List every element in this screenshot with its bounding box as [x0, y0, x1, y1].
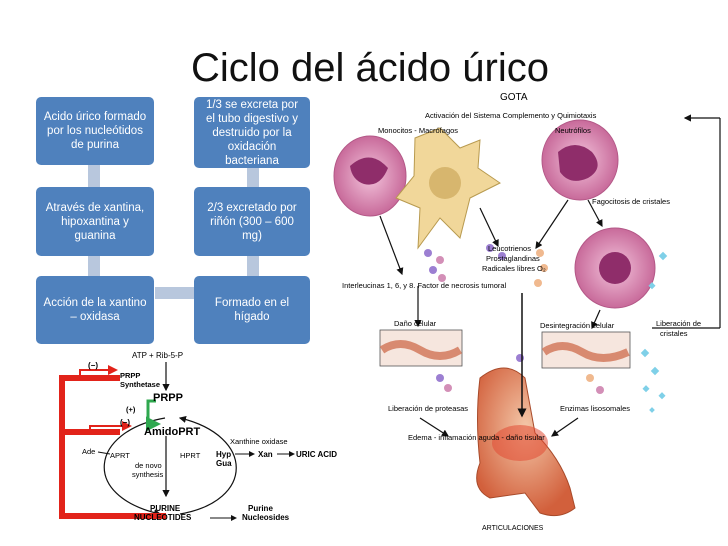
flow-box-label: Acción de la xantino – oxidasa — [43, 297, 147, 323]
label-purine-nucleosides: Purine — [248, 504, 273, 513]
label-uric-acid: URIC ACID — [296, 450, 337, 459]
feedback-red-line-4 — [89, 421, 132, 432]
flow-box-liver: Formado en el hígado — [194, 276, 310, 344]
flow-box-label: 2/3 excretado por riñón (300 – 600 mg) — [207, 201, 297, 242]
arrow-phago-disintegration — [591, 309, 601, 330]
label-nucleotides: NUCLEOTIDES — [134, 513, 192, 522]
label-leukotrienes: Leucotrienos — [488, 244, 531, 253]
connector-b3-b4 — [155, 287, 195, 299]
label-radicals: Radicales libres O₂ — [482, 264, 546, 273]
mediator-dots — [424, 244, 604, 394]
arrow-neutrophil-phago — [587, 199, 603, 228]
label-ade: Ade — [82, 447, 95, 456]
label-neutrophils: Neutrófilos — [555, 126, 591, 135]
flow-box-label: Acido úrico formado por los nucleótidos … — [43, 111, 147, 151]
label-prpp-synthetase: PRPP — [120, 371, 140, 380]
label-purine: PURINE — [150, 504, 181, 513]
label-proteases: Liberación de proteasas — [388, 404, 468, 413]
label-aprt: APRT — [110, 451, 130, 460]
label-inhib2: (−) — [120, 418, 130, 427]
gout-illustration: GOTA Activación del Sistema Complemento … — [333, 92, 721, 532]
arrow-macrophage-down — [479, 207, 499, 248]
connector-b1-b2 — [88, 165, 100, 187]
label-hprt: HPRT — [180, 451, 201, 460]
flow-box-uric-acid-formed: Acido úrico formado por los nucleótidos … — [36, 97, 154, 165]
arrow-proteases — [419, 417, 450, 437]
connector-b4-b5 — [247, 256, 259, 276]
monocyte-nucleus — [350, 157, 388, 185]
urate-crystals — [640, 251, 668, 413]
salvage-loop — [103, 417, 166, 517]
flow-box-label: Através de xantina, hipoxantina y guanin… — [45, 201, 145, 242]
label-disintegration: Desintegración celular — [540, 321, 615, 330]
gout-title: GOTA — [500, 92, 528, 103]
label-de-novo: de novo — [135, 461, 162, 470]
connector-b5-b6 — [247, 168, 259, 187]
label-cell-damage: Daño celular — [394, 319, 437, 328]
label-interleukins: Interleucinas 1, 6, y 8. Factor de necro… — [342, 281, 507, 290]
slide-title: Ciclo del ácido úrico — [191, 46, 549, 90]
phagocyte-nucleus — [599, 252, 631, 284]
flow-box-label: Formado en el hígado — [214, 297, 290, 323]
connector-b2-b3 — [88, 256, 100, 276]
label-inhib1: (−) — [88, 361, 98, 370]
macrophage-nucleus — [429, 167, 461, 199]
label-prpp-synthetase-2: Synthetase — [120, 380, 160, 389]
arrow-monocyte-down — [379, 215, 404, 276]
label-hyp: Hyp — [216, 450, 231, 459]
label-edema: Edema - inflamación aguda - daño tisular — [408, 433, 545, 442]
label-monocytes: Monocitos - Macrófagos — [378, 126, 458, 135]
label-prostaglandins: Prostaglandinas — [486, 254, 540, 263]
label-plus: (+) — [126, 405, 136, 414]
label-crystal-release-2: cristales — [660, 329, 688, 338]
label-joints: ARTICULACIONES — [482, 525, 544, 532]
flow-box-xanthine-oxidase: Acción de la xantino – oxidasa — [36, 276, 154, 344]
inflamed-joint — [492, 425, 548, 461]
label-synthesis: synthesis — [132, 470, 164, 479]
arrow-enzymes — [551, 417, 579, 437]
label-activation: Activación del Sistema Complemento y Qui… — [425, 111, 597, 120]
feedback-red-line — [59, 375, 166, 519]
salvage-loop-right — [178, 415, 237, 515]
label-phagocytosis: Fagocitosis de cristales — [592, 197, 670, 206]
label-prpp: PRPP — [153, 392, 183, 404]
label-atp: ATP + Rib-5-P — [132, 351, 183, 360]
flow-box-kidney-excretion: 2/3 excretado por riñón (300 – 600 mg) — [194, 187, 310, 256]
label-gua: Gua — [216, 459, 232, 468]
feedback-red-line-3 — [62, 365, 118, 379]
purine-pathway-diagram: ATP + Rib-5-P (−) PRPP Synthetase PRPP (… — [59, 351, 337, 522]
flow-box-digestive-excretion: 1/3 se excreta por el tubo digestivo y d… — [194, 97, 310, 168]
flow-box-xanthine: Através de xantina, hipoxantina y guanin… — [36, 187, 154, 256]
arrow-ade-loop — [97, 451, 111, 455]
label-amidoprt: AmidoPRT — [144, 426, 201, 438]
neutrophil-nucleus — [558, 145, 598, 181]
arrow-neutrophil-down — [535, 199, 569, 249]
label-xanthine-oxidase: Xanthine oxidase — [230, 437, 288, 446]
label-enzymes: Enzimas lisosomales — [560, 404, 630, 413]
label-xan: Xan — [258, 450, 273, 459]
flow-box-label: 1/3 se excreta por el tubo digestivo y d… — [205, 98, 299, 167]
label-nucleosides: Nucleosides — [242, 513, 290, 522]
activation-green-line — [146, 399, 161, 432]
label-crystal-release: Liberación de — [656, 319, 701, 328]
